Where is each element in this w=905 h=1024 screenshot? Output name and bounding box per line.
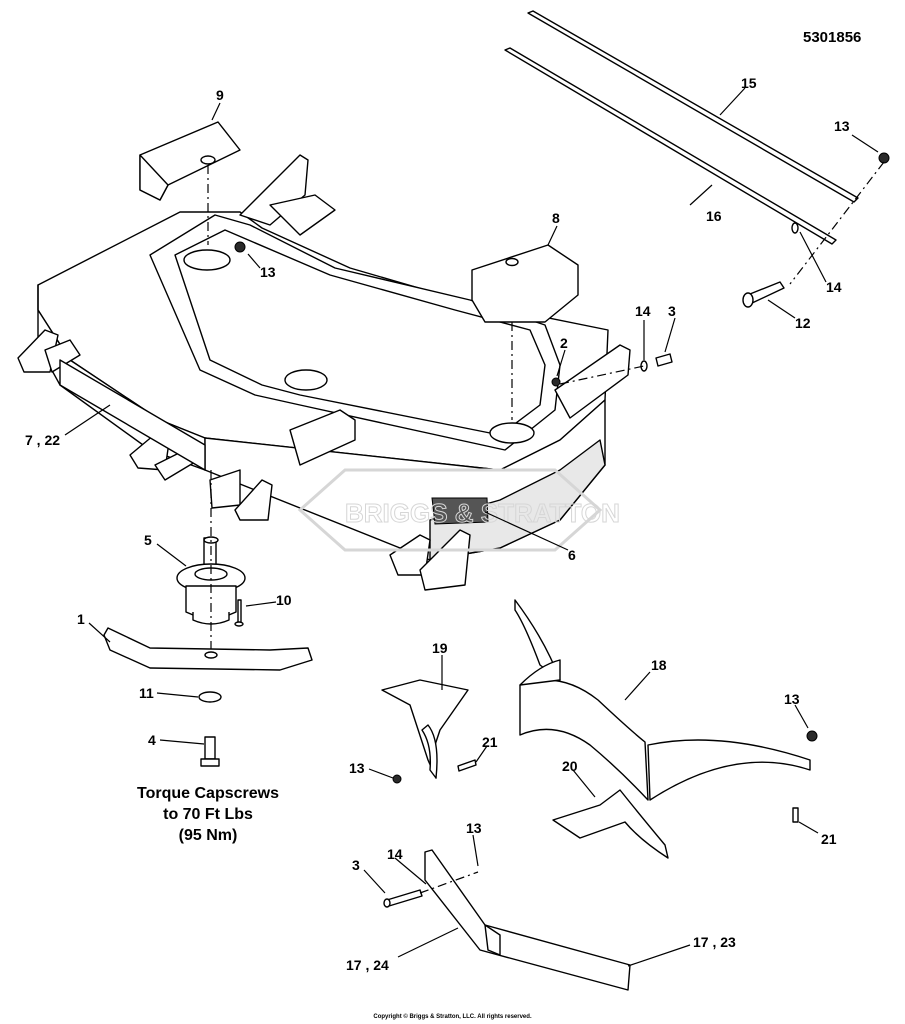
callout-19: 19	[432, 640, 448, 656]
spindle-assembly	[176, 470, 246, 650]
cover-8	[471, 244, 579, 323]
callout-4: 4	[148, 732, 156, 748]
part-number: 5301856	[803, 29, 862, 46]
callout-6: 6	[568, 547, 576, 563]
mower-deck: BRIGGS & STRATTON	[17, 154, 631, 591]
copyright-notice: Copyright © Briggs & Stratton, LLC. All …	[373, 1014, 532, 1020]
callout-2: 2	[560, 335, 568, 351]
leader-lines	[64, 87, 879, 967]
callout-9: 9	[216, 87, 224, 103]
bolt-4	[200, 736, 220, 767]
bolt-3	[386, 889, 423, 907]
callout-12: 12	[795, 315, 811, 331]
callout-21: 21	[482, 734, 498, 750]
torque-line-2: to 70 Ft Lbs	[163, 806, 253, 823]
blade-1	[103, 627, 313, 671]
callout-14: 14	[635, 303, 651, 319]
callout-17-24: 17 , 24	[346, 957, 389, 973]
callout-21: 21	[821, 831, 837, 847]
baffle-20	[552, 789, 669, 859]
callout-5: 5	[144, 532, 152, 548]
callout-13: 13	[784, 691, 800, 707]
cover-9	[139, 121, 241, 201]
callout-13: 13	[260, 264, 276, 280]
washer-11	[198, 691, 222, 703]
callout-13: 13	[834, 118, 850, 134]
svg-text:BRIGGS & STRATTON: BRIGGS & STRATTON	[345, 498, 620, 528]
callout-18: 18	[651, 657, 667, 673]
callout-8: 8	[552, 210, 560, 226]
baffle-18	[514, 599, 811, 801]
callout-15: 15	[741, 75, 757, 91]
callout-7-22: 7 , 22	[25, 432, 61, 448]
callout-14: 14	[387, 846, 403, 862]
callout-16: 16	[706, 208, 722, 224]
callout-1: 1	[77, 611, 85, 627]
baffle-19	[381, 679, 469, 779]
blade-strips	[504, 10, 859, 245]
callout-13: 13	[466, 820, 482, 836]
callout-14: 14	[826, 279, 842, 295]
bracket-17	[424, 849, 631, 991]
callout-10: 10	[276, 592, 292, 608]
bolt-10	[237, 599, 242, 625]
callout-3: 3	[668, 303, 676, 319]
callout-13: 13	[349, 760, 365, 776]
torque-line-1: Torque Capscrews	[137, 785, 279, 802]
torque-line-3: (95 Nm)	[178, 827, 238, 844]
callout-11: 11	[139, 685, 154, 701]
callout-3: 3	[352, 857, 360, 873]
nut-icon	[234, 241, 246, 253]
hardware-top-right	[551, 152, 890, 387]
callout-17-23: 17 , 23	[693, 934, 736, 950]
callout-20: 20	[562, 758, 578, 774]
torque-note: Torque Capscrews to 70 Ft Lbs (95 Nm)	[118, 783, 298, 846]
